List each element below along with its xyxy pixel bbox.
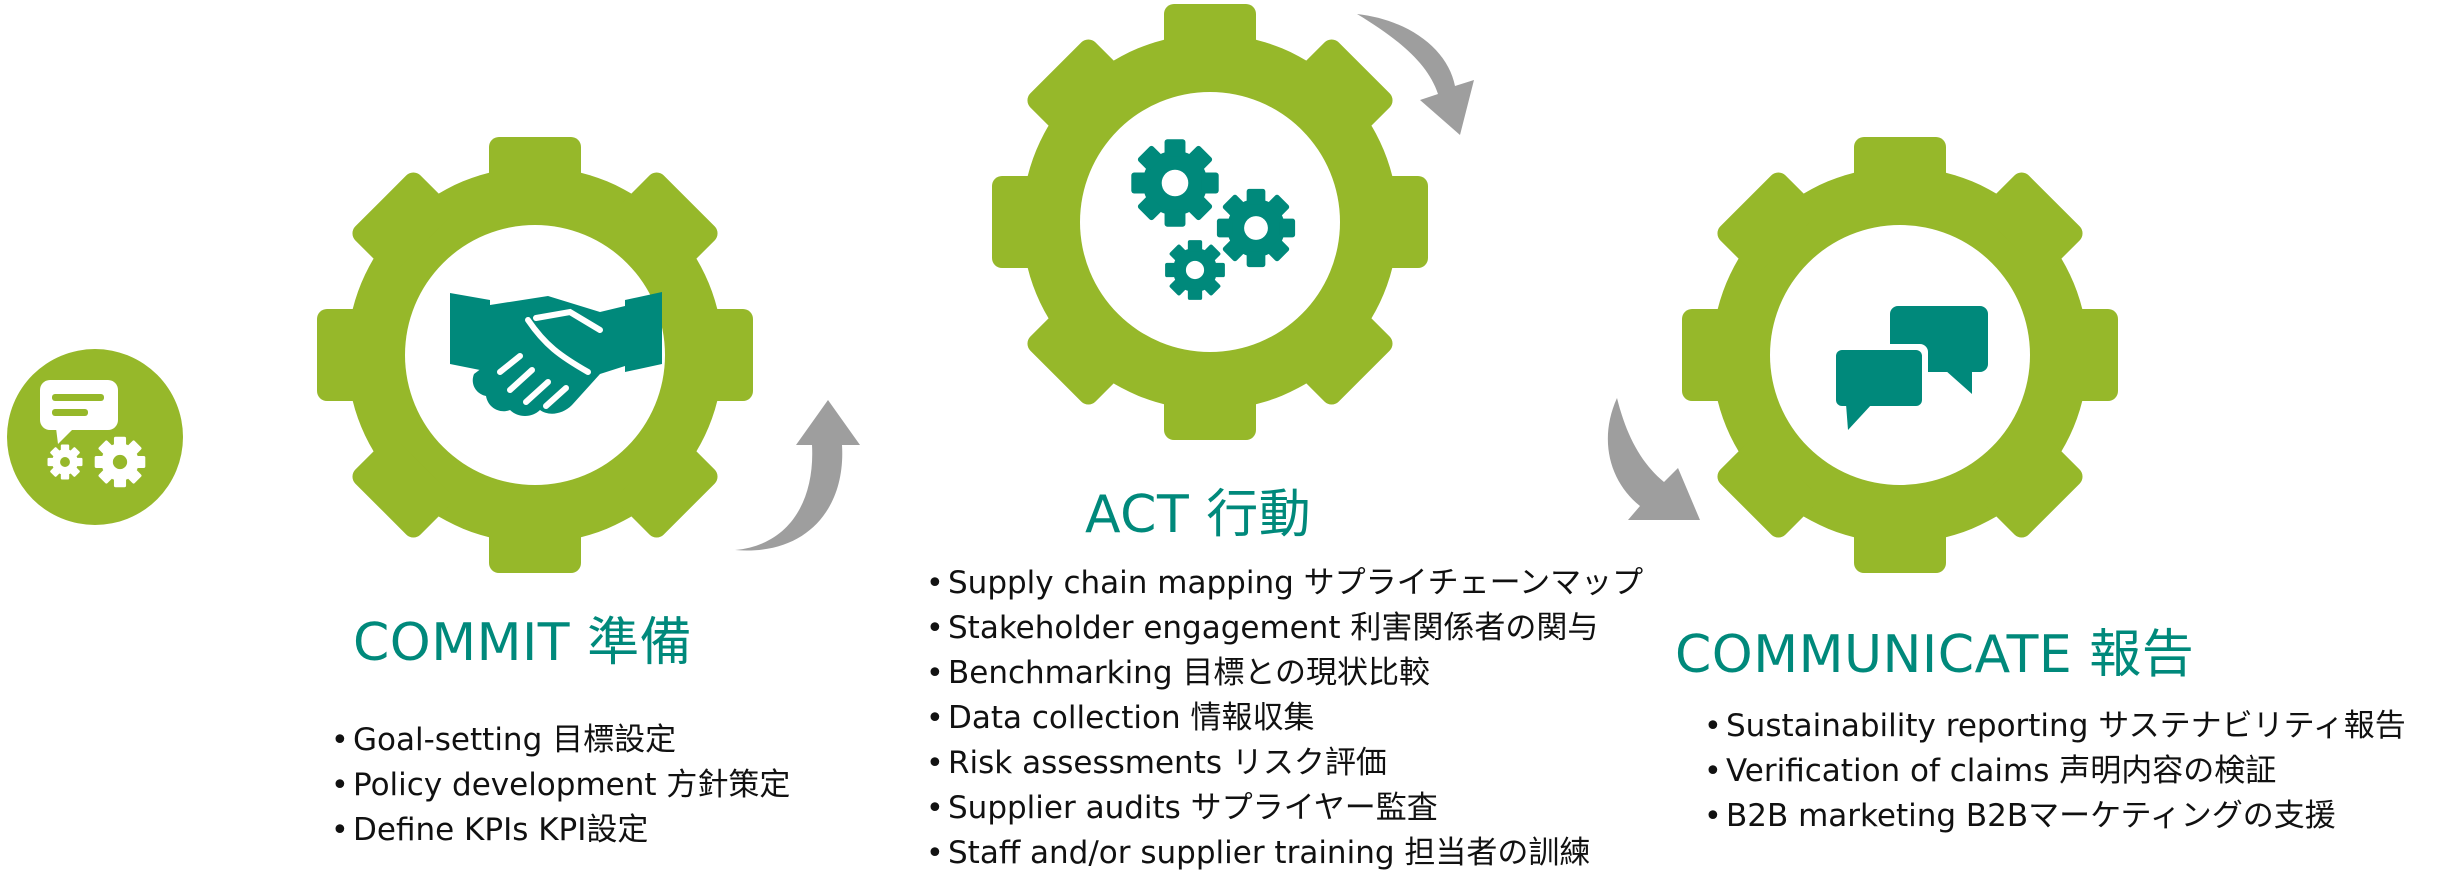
chat-bubbles-icon bbox=[1830, 306, 1988, 430]
list-item: Data collection 情報収集 bbox=[926, 696, 1643, 741]
list-item: Staff and/or supplier training 担当者の訓練 bbox=[926, 831, 1643, 876]
list-item: Risk assessments リスク評価 bbox=[926, 741, 1643, 786]
commit-title: COMMIT 準備 bbox=[353, 613, 693, 673]
list-item: Supplier audits サプライヤー監査 bbox=[926, 786, 1643, 831]
communicate-title: COMMUNICATE 報告 bbox=[1675, 625, 2195, 685]
act-gear bbox=[992, 4, 1428, 440]
handshake-icon bbox=[450, 292, 662, 416]
list-item: Verification of claims 声明内容の検証 bbox=[1704, 749, 2406, 794]
list-item: Goal-setting 目標設定 bbox=[331, 718, 790, 763]
list-item: Define KPIs KPI設定 bbox=[331, 808, 790, 853]
chat-gears-icon bbox=[7, 349, 183, 525]
list-item: Stakeholder engagement 利害関係者の関与 bbox=[926, 606, 1643, 651]
act-list: Supply chain mapping サプライチェーンマップ Stakeho… bbox=[926, 561, 1643, 876]
list-item: B2B marketing B2Bマーケティングの支援 bbox=[1704, 794, 2406, 839]
list-item: Benchmarking 目標との現状比較 bbox=[926, 651, 1643, 696]
commit-list: Goal-setting 目標設定 Policy development 方針策… bbox=[331, 718, 790, 853]
curved-arrow-icon bbox=[735, 14, 1700, 551]
list-item: Sustainability reporting サステナビリティ報告 bbox=[1704, 704, 2406, 749]
list-item: Supply chain mapping サプライチェーンマップ bbox=[926, 561, 1643, 606]
communicate-list: Sustainability reporting サステナビリティ報告 Veri… bbox=[1704, 704, 2406, 839]
list-item: Policy development 方針策定 bbox=[331, 763, 790, 808]
act-title: ACT 行動 bbox=[1085, 485, 1312, 545]
